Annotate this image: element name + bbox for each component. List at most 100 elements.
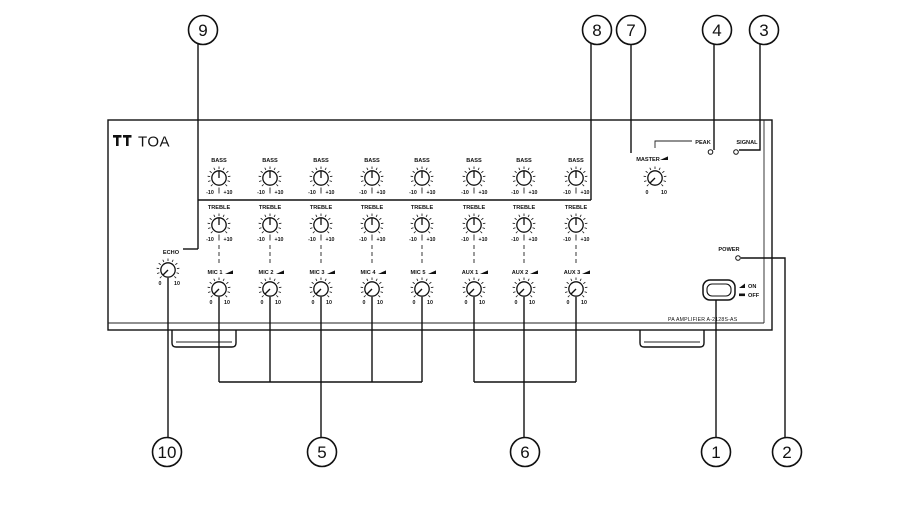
treble-scale-max-6: +10 (479, 237, 488, 243)
knob-tick (584, 227, 588, 229)
treble-knob-8[interactable] (564, 213, 588, 234)
bass-scale-max-1: +10 (224, 190, 233, 196)
knob-tick (582, 231, 585, 234)
knob-tick (532, 227, 536, 229)
callout-circle (748, 14, 780, 46)
knob-tick (324, 278, 327, 282)
input-scale-min-6: 0 (465, 300, 468, 306)
knob-tick (413, 184, 416, 187)
knob-tick (481, 217, 484, 221)
knob-tick (210, 184, 213, 187)
input-scale-max-2: 10 (275, 300, 281, 306)
bass-label-5: BASS (414, 158, 430, 164)
knob-tick (515, 231, 518, 234)
treble-knob-6[interactable] (462, 213, 486, 234)
bass-knob-6[interactable] (462, 166, 486, 187)
bass-knob-8[interactable] (564, 166, 588, 187)
callout-9: 9 (187, 14, 219, 46)
logo-mark-stem (126, 135, 129, 146)
input-scale-min-5: 0 (413, 300, 416, 306)
knob-tick (207, 180, 211, 182)
input-volume-knob-2[interactable] (258, 277, 282, 298)
knob-tick (210, 295, 213, 298)
treble-label-6: TREBLE (463, 205, 486, 211)
knob-tick (360, 291, 364, 293)
knob-tick (530, 231, 533, 234)
power-switch[interactable]: ON OFF (702, 279, 760, 301)
knob-tick (425, 214, 428, 218)
callout-circle (306, 436, 338, 468)
echo-knob[interactable] (156, 258, 180, 279)
knob-tick (468, 167, 471, 171)
input-volume-knob-6[interactable] (462, 277, 486, 298)
knob-tick (465, 231, 468, 234)
bass-label-6: BASS (466, 158, 482, 164)
knob-tick (480, 184, 483, 187)
bass-scale-min-8: -10 (563, 190, 571, 196)
knob-tick (410, 227, 414, 229)
treble-scale-max-1: +10 (224, 237, 233, 243)
knob-tick (327, 295, 330, 298)
bass-knob-4[interactable] (360, 166, 384, 187)
callout-6-bracket (473, 297, 577, 438)
treble-knob-5[interactable] (410, 213, 434, 234)
knob-tick (226, 170, 229, 174)
knob-tick (363, 184, 366, 187)
input-volume-knob-3[interactable] (309, 277, 333, 298)
knob-tick (362, 281, 365, 285)
master-volume-knob[interactable] (643, 166, 667, 187)
treble-scale-max-4: +10 (377, 237, 386, 243)
callout-5-bracket (218, 297, 423, 438)
knob-tick (222, 167, 225, 171)
knob-tick (584, 291, 588, 293)
input-volume-knob-5[interactable] (410, 277, 434, 298)
knob-tick (277, 281, 280, 285)
treble-knob-4[interactable] (360, 213, 384, 234)
callout-circle (700, 436, 732, 468)
knob-tick (462, 291, 466, 293)
bass-knob-1[interactable] (207, 166, 231, 187)
knob-tick (327, 184, 330, 187)
logo-mark-stem (116, 135, 119, 146)
input-scale-max-6: 10 (479, 300, 485, 306)
input-label-7: AUX 2 (512, 270, 528, 276)
bass-knob-5[interactable] (410, 166, 434, 187)
input-scale-max-4: 10 (377, 300, 383, 306)
input-label-2: MIC 2 (259, 270, 274, 276)
knob-tick (226, 217, 229, 221)
power-off-label: OFF (748, 293, 760, 299)
indicator-bracket-line (654, 140, 692, 148)
bass-knob-2[interactable] (258, 166, 282, 187)
input-scale-max-7: 10 (529, 300, 535, 306)
callout-1: 1 (700, 436, 732, 468)
callout-number: 4 (712, 21, 721, 40)
input-scale-min-8: 0 (567, 300, 570, 306)
knob-tick (570, 278, 573, 282)
treble-knob-1[interactable] (207, 213, 231, 234)
callout-circle (701, 14, 733, 46)
knob-tick (379, 170, 382, 174)
callout-number: 8 (592, 21, 601, 40)
treble-knob-2[interactable] (258, 213, 282, 234)
callout-number: 1 (711, 443, 720, 462)
treble-knob-7[interactable] (512, 213, 536, 234)
input-volume-knob-4[interactable] (360, 277, 384, 298)
knob-tick (176, 272, 180, 274)
bass-knob-3[interactable] (309, 166, 333, 187)
knob-tick (315, 167, 318, 171)
power-label: POWER (718, 247, 739, 253)
input-volume-knob-7[interactable] (512, 277, 536, 298)
knob-tick (328, 217, 331, 221)
bass-scale-min-5: -10 (409, 190, 417, 196)
treble-knob-3[interactable] (309, 213, 333, 234)
knob-tick (328, 170, 331, 174)
bass-scale-max-6: +10 (479, 190, 488, 196)
input-volume-knob-1[interactable] (207, 277, 231, 298)
knob-tick (428, 295, 431, 298)
knob-tick (481, 170, 484, 174)
bass-label-7: BASS (516, 158, 532, 164)
input-volume-knob-8[interactable] (564, 277, 588, 298)
power-switch-rocker[interactable] (706, 283, 732, 297)
bass-knob-7[interactable] (512, 166, 536, 187)
